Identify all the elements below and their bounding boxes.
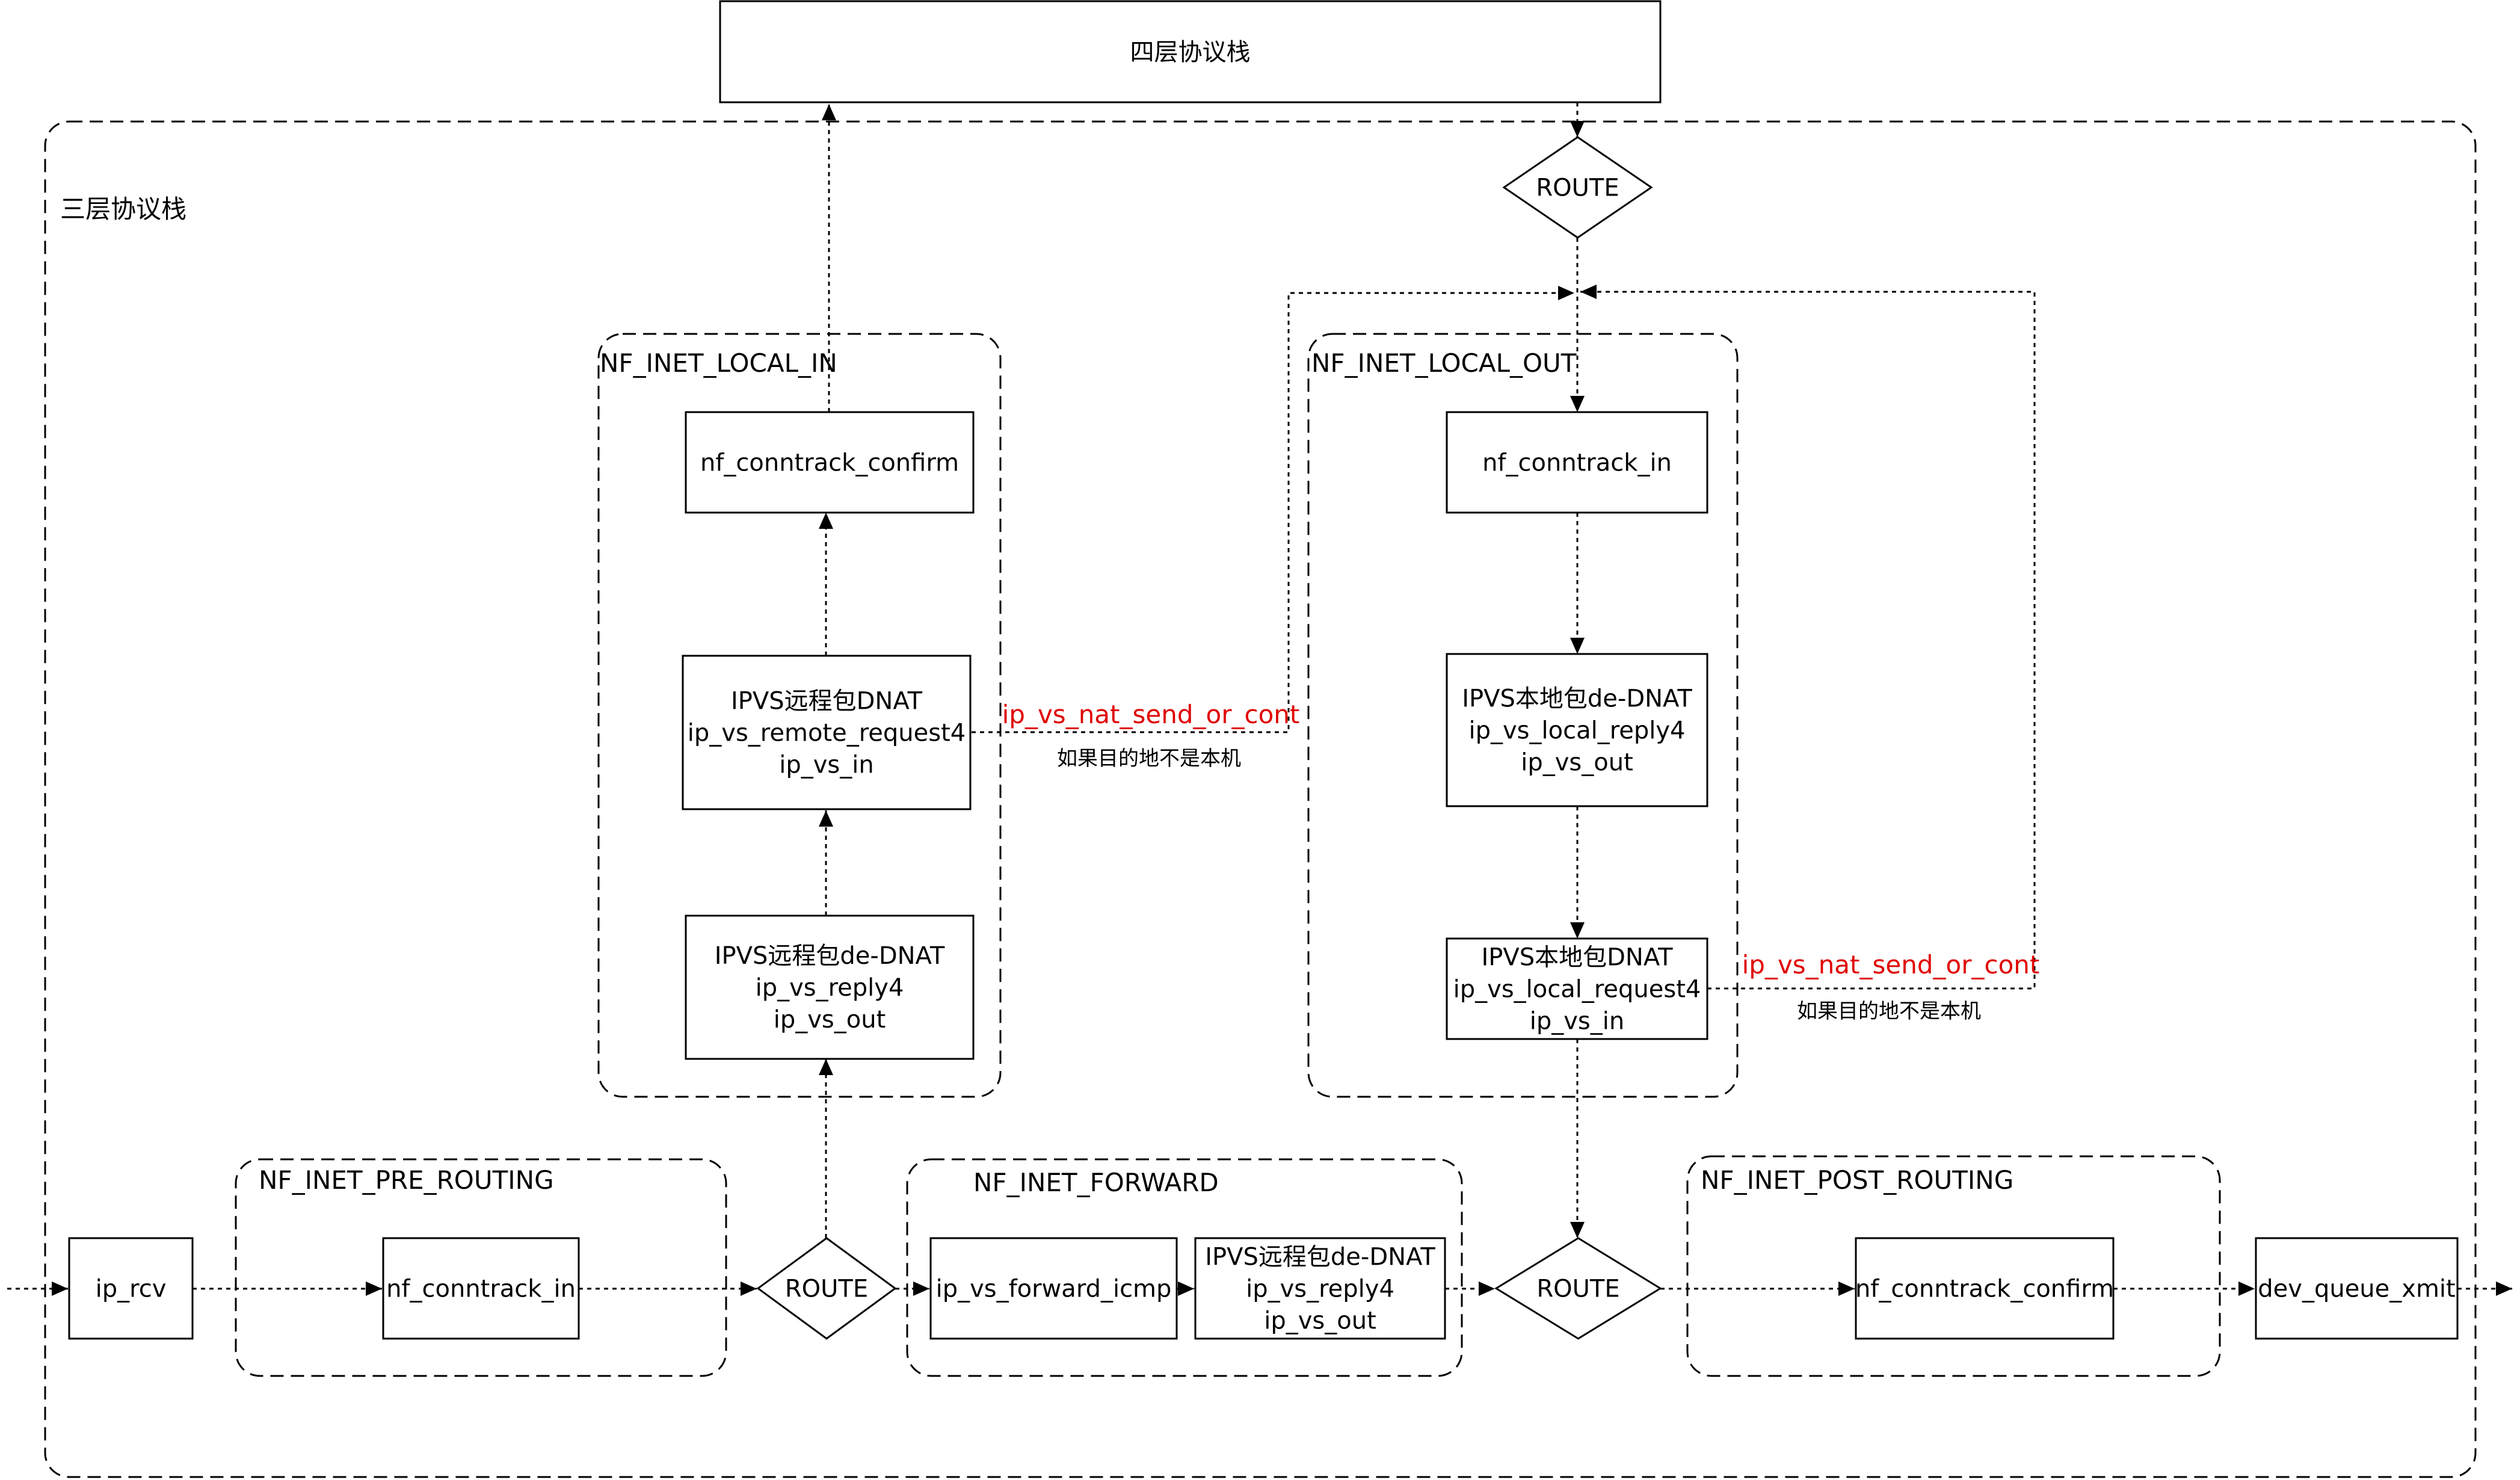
node-label: IPVS远程包de-DNAT [1205, 1244, 1435, 1271]
node-shape [756, 1237, 897, 1340]
node-route-left: ROUTE [756, 1237, 897, 1340]
node-label: ROUTE [785, 1275, 868, 1303]
group-forward-label: NF_INET_FORWARD [973, 1168, 1219, 1197]
node-label: IPVS远程包DNAT [731, 688, 923, 715]
node-shape [685, 411, 975, 514]
node-label: ROUTE [1536, 1275, 1619, 1303]
remote-nat-send-label: ip_vs_nat_send_or_cont [1002, 700, 1300, 729]
node-shape [68, 1237, 194, 1340]
group-pre-routing-label: NF_INET_PRE_ROUTING [259, 1165, 554, 1195]
node-li-dnat: IPVS远程包DNAT ip_vs_remote_request4 ip_vs_in [682, 655, 972, 810]
node-post-confirm: nf_conntrack_confirm [1855, 1237, 2115, 1340]
node-label: ip_vs_reply4 [756, 974, 904, 1002]
node-label: ip_vs_out [774, 1006, 886, 1034]
node-fwd-icmp: ip_vs_forward_icmp [929, 1237, 1178, 1340]
node-label: dev_queue_xmit [2258, 1275, 2455, 1303]
edge-local-nat-loop [1580, 285, 2036, 990]
group-local-in [597, 333, 1002, 1098]
node-label: ip_vs_reply4 [1246, 1275, 1394, 1303]
node-label: nf_conntrack_in [1482, 449, 1672, 477]
node-pre-in: nf_conntrack_in [382, 1237, 580, 1340]
node-l4-stack: 四层协议栈 [719, 0, 1662, 103]
node-route-top: ROUTE [1502, 136, 1653, 239]
local-nat-note: 如果目的地不是本机 [1797, 999, 1981, 1023]
node-shape [382, 1237, 580, 1340]
group-local-out-label: NF_INET_LOCAL_OUT [1311, 348, 1577, 378]
node-lo-in: nf_conntrack_in [1446, 411, 1708, 514]
node-ip-rcv: ip_rcv [68, 1237, 194, 1340]
node-label: ROUTE [1536, 174, 1619, 202]
node-shape [1855, 1237, 2115, 1340]
node-label: ip_vs_out [1521, 749, 1633, 777]
node-dev-xmit: dev_queue_xmit [2255, 1237, 2459, 1340]
nodes: 四层协议栈ROUTEnf_conntrack_confirmIPVS远程包DNA… [68, 0, 2459, 1340]
group-local-out [1307, 333, 1739, 1098]
node-label: ip_vs_forward_icmp [936, 1275, 1172, 1303]
group-post-routing [1686, 1155, 2221, 1377]
node-shape [1446, 653, 1708, 807]
l3-stack-region [44, 120, 2477, 1478]
group-forward [906, 1158, 1463, 1377]
node-shape [1194, 1237, 1446, 1340]
node-shape [1446, 411, 1708, 514]
node-label: nf_conntrack_confirm [1855, 1275, 2114, 1303]
group-post-routing-label: NF_INET_POST_ROUTING [1701, 1165, 2013, 1195]
group-pre-routing [235, 1158, 727, 1377]
node-shape [1502, 136, 1653, 239]
group-local-in-label: NF_INET_LOCAL_IN [600, 348, 837, 378]
node-lo-dednat: IPVS本地包de-DNAT ip_vs_local_reply4 ip_vs_ou… [1446, 653, 1708, 807]
node-label: ip_vs_in [779, 751, 873, 779]
node-label: IPVS本地包de-DNAT [1462, 685, 1692, 713]
node-shape [1494, 1237, 1662, 1340]
node-shape [682, 655, 972, 810]
node-label: ip_vs_local_request4 [1453, 976, 1701, 1004]
node-label: ip_vs_remote_request4 [688, 720, 966, 747]
node-label: nf_conntrack_in [386, 1275, 576, 1303]
node-label: ip_vs_out [1264, 1307, 1376, 1335]
local-nat-send-label: ip_vs_nat_send_or_cont [1742, 950, 2040, 979]
node-route-right: ROUTE [1494, 1237, 1662, 1340]
remote-nat-note: 如果目的地不是本机 [1057, 747, 1241, 771]
node-fwd-dednat: IPVS远程包de-DNAT ip_vs_reply4 ip_vs_out [1194, 1237, 1446, 1340]
node-label: 四层协议栈 [1130, 39, 1251, 66]
node-shape [929, 1237, 1178, 1340]
node-li-confirm: nf_conntrack_confirm [685, 411, 975, 514]
node-shape [2255, 1237, 2459, 1340]
node-label: IPVS本地包DNAT [1481, 944, 1673, 972]
node-li-dednat: IPVS远程包de-DNAT ip_vs_reply4 ip_vs_out [685, 914, 975, 1060]
node-shape [719, 0, 1662, 103]
node-label: ip_vs_local_reply4 [1468, 717, 1685, 745]
edges [7, 102, 2512, 1296]
node-label: ip_vs_in [1530, 1008, 1624, 1035]
node-shape [685, 914, 975, 1060]
node-label: nf_conntrack_confirm [700, 449, 959, 477]
node-label: ip_rcv [96, 1275, 167, 1303]
node-shape [1446, 937, 1708, 1040]
node-lo-dnat: IPVS本地包DNAT ip_vs_local_request4 ip_vs_in [1446, 937, 1708, 1040]
l3-stack-label: 三层协议栈 [60, 194, 186, 224]
node-label: IPVS远程包de-DNAT [715, 942, 945, 970]
